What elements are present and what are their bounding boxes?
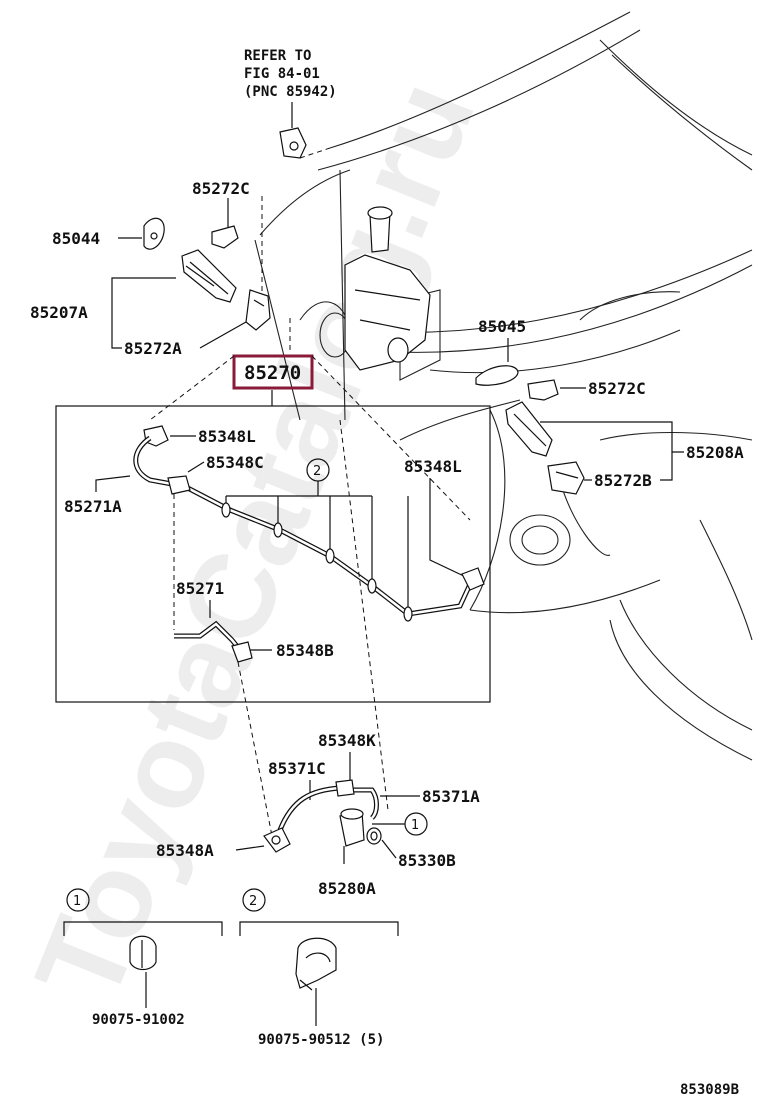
reference-line-2: FIG 84-01 (244, 66, 320, 82)
label-85348B: 85348B (276, 641, 334, 660)
label-85272A: 85272A (124, 339, 182, 358)
clamp-90075-91002 (129, 935, 157, 971)
label-85348K: 85348K (318, 731, 376, 750)
joint-85348L-right (461, 567, 485, 591)
label-85271A: 85271A (64, 497, 122, 516)
reference-line-3: (PNC 85942) (244, 84, 337, 100)
label-85348L-left: 85348L (198, 427, 256, 446)
legend-item-1: 1 90075-91002 (63, 888, 223, 1028)
cap-85044 (143, 217, 165, 250)
callout-1-text: 1 (411, 818, 419, 833)
hose-85271B (178, 481, 475, 617)
label-85045: 85045 (478, 317, 526, 336)
joint-85348L-left (143, 425, 169, 447)
bracket-85272A (245, 289, 271, 331)
legend-1-part-number: 90075-91002 (92, 1012, 185, 1028)
hose-85271A (133, 435, 173, 487)
clamp-90075-90512 (295, 937, 337, 991)
label-85044: 85044 (52, 229, 100, 248)
clamps-2 (221, 502, 413, 622)
label-85270[interactable]: 85270 (244, 362, 301, 384)
reference-note: REFER TO FIG 84-01 (PNC 85942) (244, 48, 337, 100)
label-85371C: 85371C (268, 759, 326, 778)
bracket-85272B (547, 461, 585, 495)
cap-85045 (475, 365, 519, 386)
joint-85348B (231, 641, 253, 663)
legend-item-2: 2 90075-90512 (5) (239, 888, 399, 1048)
pump-85280A (339, 808, 365, 864)
legend-2-number: 2 (249, 894, 257, 909)
label-85207A: 85207A (30, 303, 88, 322)
legend-1-number: 1 (73, 894, 81, 909)
highlight-box-85270[interactable] (232, 354, 314, 390)
label-85271: 85271 (176, 579, 224, 598)
hose-85371A (352, 787, 379, 820)
label-85272C-right: 85272C (588, 379, 646, 398)
assembly-85270-box (55, 405, 491, 703)
clip-85272C-right (527, 379, 559, 401)
clip-85272C-top (211, 225, 239, 249)
reference-clip-part (279, 127, 307, 159)
joint-85348A (263, 827, 291, 853)
label-85272C-top: 85272C (192, 179, 250, 198)
label-85348L-right: 85348L (404, 457, 462, 476)
label-85208A: 85208A (686, 443, 744, 462)
label-85272B: 85272B (594, 471, 652, 490)
hose-85271 (174, 620, 242, 652)
legend-2-circle (242, 888, 266, 912)
figure-code: 853089B (680, 1082, 739, 1098)
legend-2-part-number: 90075-90512 (5) (258, 1032, 384, 1048)
nozzle-85208A (505, 401, 553, 457)
reference-line-1: REFER TO (244, 48, 311, 64)
hose-85371C (277, 785, 341, 831)
callout-2-text: 2 (313, 464, 321, 479)
nozzle-85207A (181, 249, 237, 303)
label-85348A: 85348A (156, 841, 214, 860)
joint-85348K (335, 779, 355, 797)
label-85348C: 85348C (206, 453, 264, 472)
label-85330B: 85330B (398, 851, 456, 870)
legend-1-circle (66, 888, 90, 912)
watermark: ToyotaCatalog.ru (10, 63, 501, 1020)
grommet-85330B (366, 827, 382, 845)
label-85280A: 85280A (318, 879, 376, 898)
label-85371A: 85371A (422, 787, 480, 806)
washer-reservoir (344, 206, 431, 371)
tee-85348C (167, 475, 191, 495)
